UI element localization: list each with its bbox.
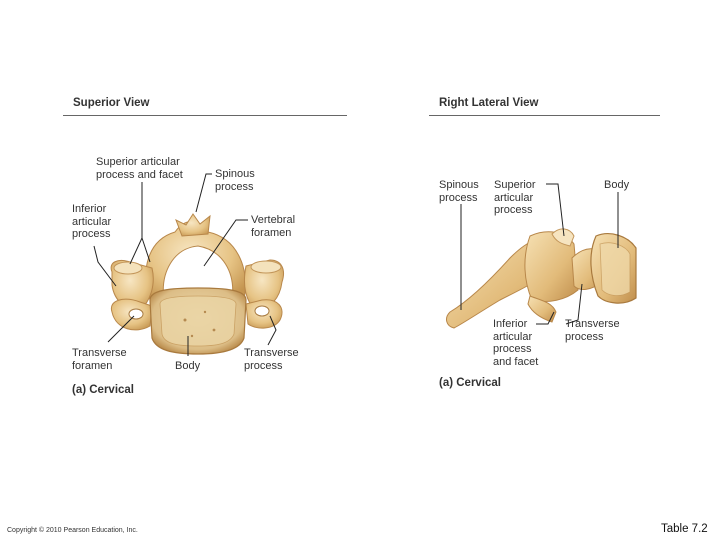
label-vertebral-foramen: Vertebral foramen [251, 214, 296, 239]
lateral-label-transverse-process: Transverse process [565, 318, 620, 343]
superior-leader-lines [93, 173, 277, 356]
label-body: Body [175, 360, 201, 372]
label-superior-articular-process: Superior articular process and facet [96, 156, 183, 181]
label-transverse-process: Transverse process [244, 347, 299, 372]
lateral-label-body: Body [604, 179, 630, 191]
label-inferior-articular-process: Inferior articular process [72, 203, 112, 240]
lateral-label-superior-articular-process: Superior articular process [494, 179, 536, 216]
superior-view-title: Superior View [73, 97, 150, 109]
copyright-notice: Copyright © 2010 Pearson Education, Inc. [7, 527, 138, 534]
lateral-label-spinous-process: Spinous process [439, 179, 479, 204]
lateral-caption: (a) Cervical [439, 377, 502, 389]
table-reference: Table 7.2 [661, 523, 708, 535]
label-transverse-foramen: Transverse foramen [72, 347, 127, 372]
label-spinous-process: Spinous process [215, 168, 255, 193]
lateral-view-title: Right Lateral View [439, 97, 539, 109]
cervical-vertebra-lateral [446, 228, 637, 329]
lateral-label-inferior-articular-process: Inferior articular process and facet [493, 318, 539, 368]
superior-view-rule [63, 115, 347, 116]
superior-caption: (a) Cervical [72, 384, 135, 396]
cervical-vertebra-superior [110, 213, 284, 355]
lateral-view-rule [429, 115, 660, 116]
lateral-leader-lines [460, 183, 619, 325]
